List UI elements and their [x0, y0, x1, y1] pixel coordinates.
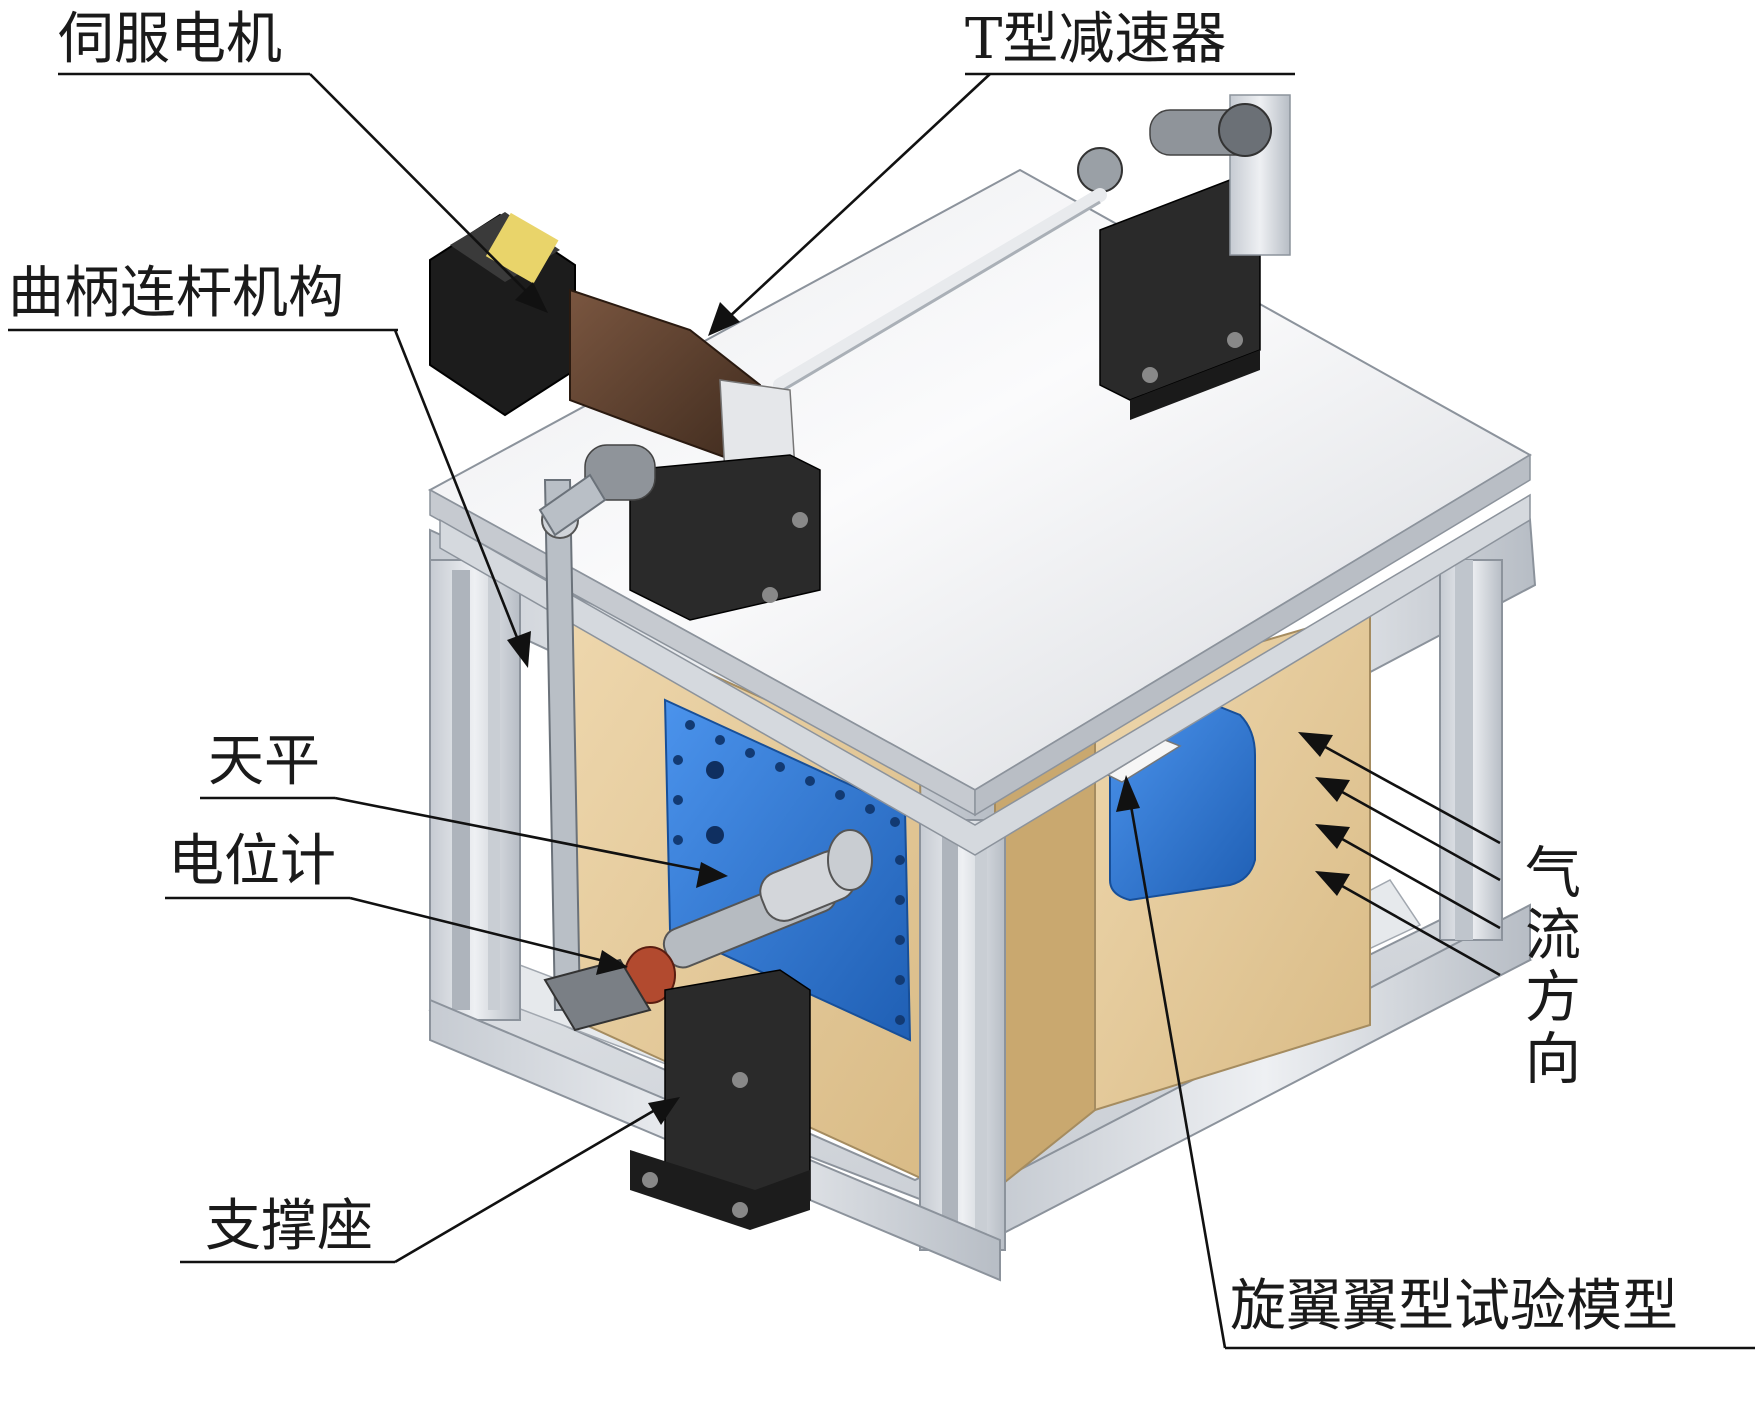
airflow-arrow-1 [1298, 732, 1333, 757]
support-seat-body [630, 969, 811, 1230]
top-left-bearing-support [584, 444, 821, 621]
drive-shaft [773, 188, 1107, 392]
leader-balance [334, 796, 701, 872]
leader-crank-linkage [393, 329, 522, 646]
leader-t-reducer [727, 73, 991, 319]
arrow-potentiometer [596, 950, 628, 975]
label-balance: 天平 [208, 729, 320, 794]
label-servo-motor: 伺服电机 [58, 7, 282, 72]
label-group-rotor-airfoil-model: 旋翼翼型试验模型 [1116, 775, 1755, 1350]
airflow-arrow-2 [1315, 777, 1350, 802]
crank-linkage-body [538, 473, 607, 1011]
frame-post-front-right-slot [942, 830, 958, 1240]
top-plate-lower [439, 493, 1531, 856]
arrow-t-reducer [708, 302, 740, 336]
leader-potentiometer [349, 896, 601, 962]
label-group-t-reducer: T型减速器 [708, 7, 1295, 336]
airflow-arrow-4 [1315, 871, 1350, 896]
arrow-balance [696, 862, 728, 888]
frame-post-back-right-inner [1455, 560, 1473, 940]
arrow-rotor-airfoil-model [1116, 775, 1140, 812]
frame-post-front-left-slot [452, 570, 470, 1010]
airflow-line-3 [1334, 833, 1501, 930]
label-crank-linkage: 曲柄连杆机构 [8, 261, 344, 326]
label-rotor-airfoil-model: 旋翼翼型试验模型 [1230, 1274, 1678, 1339]
servo-motor-body [429, 212, 576, 417]
label-group-airflow-direction: 气流方向 [1298, 732, 1581, 1091]
arrow-support-seat [648, 1097, 680, 1125]
label-support-seat: 支撑座 [205, 1194, 373, 1259]
arrow-servo-motor [515, 282, 548, 313]
label-t-reducer: T型减速器 [965, 7, 1226, 72]
drive-shaft-highlight [779, 200, 1101, 394]
balance-potentiometer-shaft-assembly [543, 829, 873, 1032]
label-potentiometer: 电位计 [168, 829, 336, 894]
airflow-arrow-3 [1315, 824, 1350, 849]
leader-rotor-airfoil-model [1128, 799, 1227, 1349]
apparatus-illustration [427, 94, 1537, 1282]
airflow-line-1 [1317, 741, 1501, 845]
airflow-line-2 [1334, 786, 1501, 882]
frame-post-front-left [429, 559, 521, 1021]
label-group-servo-motor: 伺服电机 [58, 7, 548, 313]
label-airflow-direction: 气流方向 [1516, 843, 1581, 1091]
leader-servo-motor [309, 73, 531, 296]
top-plate-edge-right [974, 453, 1531, 817]
t-reducer-body [569, 288, 796, 476]
airflow-line-4 [1334, 880, 1501, 977]
frame-post-front-left-slot2 [488, 570, 500, 1010]
panel-bolts [673, 720, 905, 1025]
label-group-support-seat: 支撑座 [180, 1097, 680, 1264]
frame-post-front-right-slot2 [975, 830, 987, 1240]
top-right-bearing-support [1077, 94, 1291, 420]
frame-post-front-right [919, 819, 1006, 1251]
leader-support-seat [394, 1108, 656, 1264]
label-group-crank-linkage: 曲柄连杆机构 [8, 261, 531, 668]
label-group-balance: 天平 [200, 729, 728, 888]
arrow-crank-linkage [507, 631, 531, 668]
label-group-potentiometer: 电位计 [165, 829, 628, 975]
